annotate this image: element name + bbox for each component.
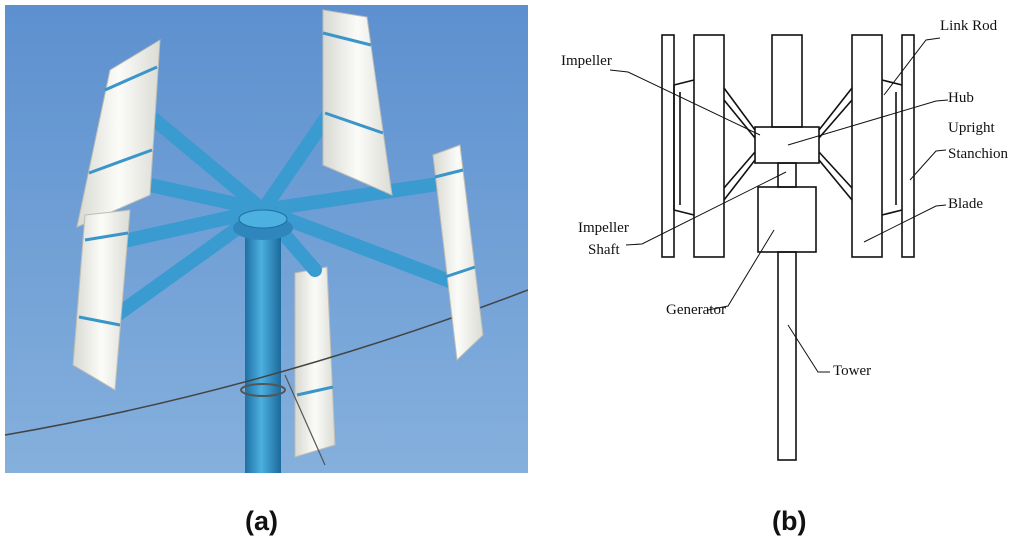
label-blade: Blade — [948, 196, 983, 212]
schematic-svg: Link Rod Impeller Hub Upright Stanchion … — [561, 18, 1008, 461]
label-stanchion: Stanchion — [948, 146, 1008, 162]
leader-impeller-shaft — [625, 171, 787, 246]
label-link-rod: Link Rod — [940, 18, 998, 34]
leader-impeller — [609, 69, 761, 136]
blade-lower-left — [72, 209, 131, 391]
label-hub: Hub — [948, 90, 974, 106]
blade-upper-left — [76, 39, 161, 228]
label-impeller-shaft-line2: Shaft — [588, 242, 620, 258]
label-upright: Upright — [948, 120, 995, 136]
turbine-photo — [4, 5, 529, 473]
right-blade — [851, 34, 883, 258]
label-generator: Generator — [666, 302, 726, 318]
leader-link-rod — [883, 37, 941, 96]
blade-upper-center — [322, 9, 393, 196]
label-tower: Tower — [833, 363, 871, 379]
leader-hub — [787, 99, 949, 146]
wire-clamp — [240, 383, 286, 397]
caption-panel-a: (a) — [245, 506, 278, 536]
upper-shaft — [771, 34, 803, 128]
hub-box — [754, 126, 820, 164]
label-impeller-shaft-line1: Impeller — [578, 220, 629, 236]
left-upright-stanchion — [661, 34, 675, 258]
leader-generator — [707, 229, 775, 311]
tower-pole — [245, 217, 281, 473]
label-impeller: Impeller — [561, 53, 612, 69]
leader-tower — [787, 324, 830, 373]
right-upright-stanchion — [901, 34, 915, 258]
turbine-photo-svg — [4, 5, 529, 473]
blade-right — [432, 144, 484, 362]
left-blade — [693, 34, 725, 258]
leader-blade — [863, 204, 947, 243]
caption-panel-b: (b) — [772, 506, 807, 536]
tower-column — [777, 251, 797, 461]
turbine-schematic: Link Rod Impeller Hub Upright Stanchion … — [548, 0, 1024, 480]
leader-upright-stanchion — [909, 149, 947, 181]
